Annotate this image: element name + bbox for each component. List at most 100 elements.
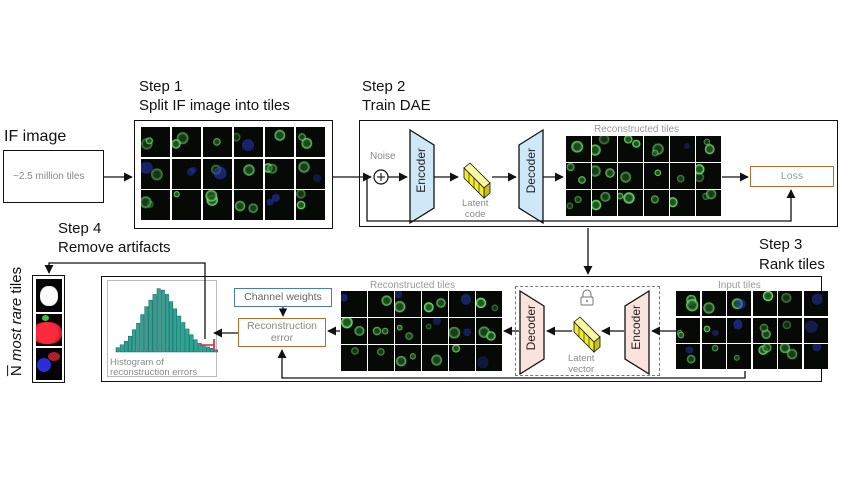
microscopy-tile <box>778 344 803 369</box>
rare-tile-red <box>36 314 62 346</box>
step3-desc: Rank tiles <box>759 256 825 273</box>
step1-box <box>134 120 333 229</box>
step2-decoder-label: Decoder <box>524 148 538 194</box>
loss-box: Loss <box>750 166 834 187</box>
step1-desc: Split IF image into tiles <box>139 97 290 114</box>
microscopy-tile <box>566 136 591 162</box>
microscopy-tile <box>670 136 695 162</box>
microscopy-tile <box>670 190 695 216</box>
microscopy-tile <box>395 345 421 371</box>
microscopy-tile <box>778 291 803 316</box>
microscopy-tile <box>803 344 828 369</box>
microscopy-tile <box>233 190 264 220</box>
microscopy-tile <box>422 318 448 344</box>
step2-reconstructed-grid <box>566 136 721 216</box>
microscopy-tile <box>341 345 367 371</box>
microscopy-tile <box>803 317 828 343</box>
microscopy-tile <box>727 317 752 343</box>
microscopy-tile <box>592 163 617 189</box>
microscopy-tile <box>171 190 202 220</box>
latent-vector-label: Latent vector <box>568 353 595 375</box>
microscopy-tile <box>449 345 475 371</box>
microscopy-tile <box>752 317 777 343</box>
step1-label: Step 1 <box>139 78 183 95</box>
step4-label: Step 4 <box>58 220 102 237</box>
step3-input-grid <box>676 291 828 369</box>
microscopy-tile <box>295 158 325 189</box>
microscopy-tile <box>727 291 752 316</box>
step1-tile-grid <box>141 127 325 220</box>
microscopy-tile <box>644 136 669 162</box>
microscopy-tile <box>171 127 202 157</box>
microscopy-tile <box>171 158 202 189</box>
microscopy-tile <box>449 291 475 317</box>
rare-tiles-italic: most rare <box>8 297 26 361</box>
rare-tile-blue <box>36 348 62 380</box>
microscopy-tile <box>701 344 726 369</box>
microscopy-tile <box>644 163 669 189</box>
microscopy-tile <box>395 318 421 344</box>
microscopy-tile <box>264 190 295 220</box>
microscopy-tile <box>264 158 295 189</box>
step3-decoder-label: Decoder <box>524 305 538 351</box>
if-image-box: ~2.5 million tiles <box>3 150 104 203</box>
microscopy-tile <box>202 158 233 189</box>
microscopy-tile <box>696 163 721 189</box>
microscopy-tile <box>368 318 394 344</box>
microscopy-tile <box>566 163 591 189</box>
microscopy-tile <box>618 136 643 162</box>
microscopy-tile <box>752 344 777 369</box>
step2-desc: Train DAE <box>362 97 431 114</box>
microscopy-tile <box>295 127 325 157</box>
channel-weights-label: Channel weights <box>244 290 322 303</box>
microscopy-tile <box>264 127 295 157</box>
microscopy-tile <box>449 318 475 344</box>
microscopy-tile <box>422 291 448 317</box>
step2-label: Step 2 <box>362 78 406 95</box>
reconstruction-error-box: Reconstruction error <box>238 318 326 347</box>
rare-tiles-suffix: tiles <box>8 266 26 298</box>
microscopy-tile <box>618 190 643 216</box>
microscopy-tile <box>395 291 421 317</box>
microscopy-tile <box>803 291 828 316</box>
microscopy-tile <box>368 291 394 317</box>
microscopy-tile <box>727 344 752 369</box>
step4-desc: Remove artifacts <box>58 239 171 256</box>
channel-weights-box: Channel weights <box>234 288 332 307</box>
microscopy-tile <box>676 344 701 369</box>
step3-reconstructed-grid <box>341 291 502 371</box>
microscopy-tile <box>141 190 171 220</box>
microscopy-tile <box>422 345 448 371</box>
input-tiles-label: Input tiles <box>718 280 761 291</box>
microscopy-tile <box>592 136 617 162</box>
latent-code-label: Latent code <box>462 198 489 220</box>
million-tiles-label: ~2.5 million tiles <box>13 171 85 182</box>
microscopy-tile <box>644 190 669 216</box>
microscopy-tile <box>341 318 367 344</box>
microscopy-tile <box>233 127 264 157</box>
microscopy-tile <box>368 345 394 371</box>
microscopy-tile <box>778 317 803 343</box>
microscopy-tile <box>476 291 502 317</box>
microscopy-tile <box>696 190 721 216</box>
microscopy-tile <box>696 136 721 162</box>
step3-reconstructed-label: Reconstructed tiles <box>370 280 456 291</box>
step2-reconstructed-label: Reconstructed tiles <box>594 124 680 135</box>
step3-encoder-label: Encoder <box>629 305 643 350</box>
microscopy-tile <box>141 158 171 189</box>
noise-label: Noise <box>370 151 396 162</box>
microscopy-tile <box>341 291 367 317</box>
microscopy-tile <box>670 163 695 189</box>
microscopy-tile <box>752 291 777 316</box>
rare-tile-white <box>36 279 62 312</box>
rare-tiles-box <box>32 275 65 383</box>
histogram-caption: Histogram of reconstruction errors <box>110 357 198 378</box>
microscopy-tile <box>141 127 171 157</box>
microscopy-tile <box>233 158 264 189</box>
microscopy-tile <box>701 291 726 316</box>
step2-encoder-label: Encoder <box>414 148 428 193</box>
microscopy-tile <box>476 345 502 371</box>
if-image-title: IF image <box>4 128 67 145</box>
microscopy-tile <box>676 317 701 343</box>
